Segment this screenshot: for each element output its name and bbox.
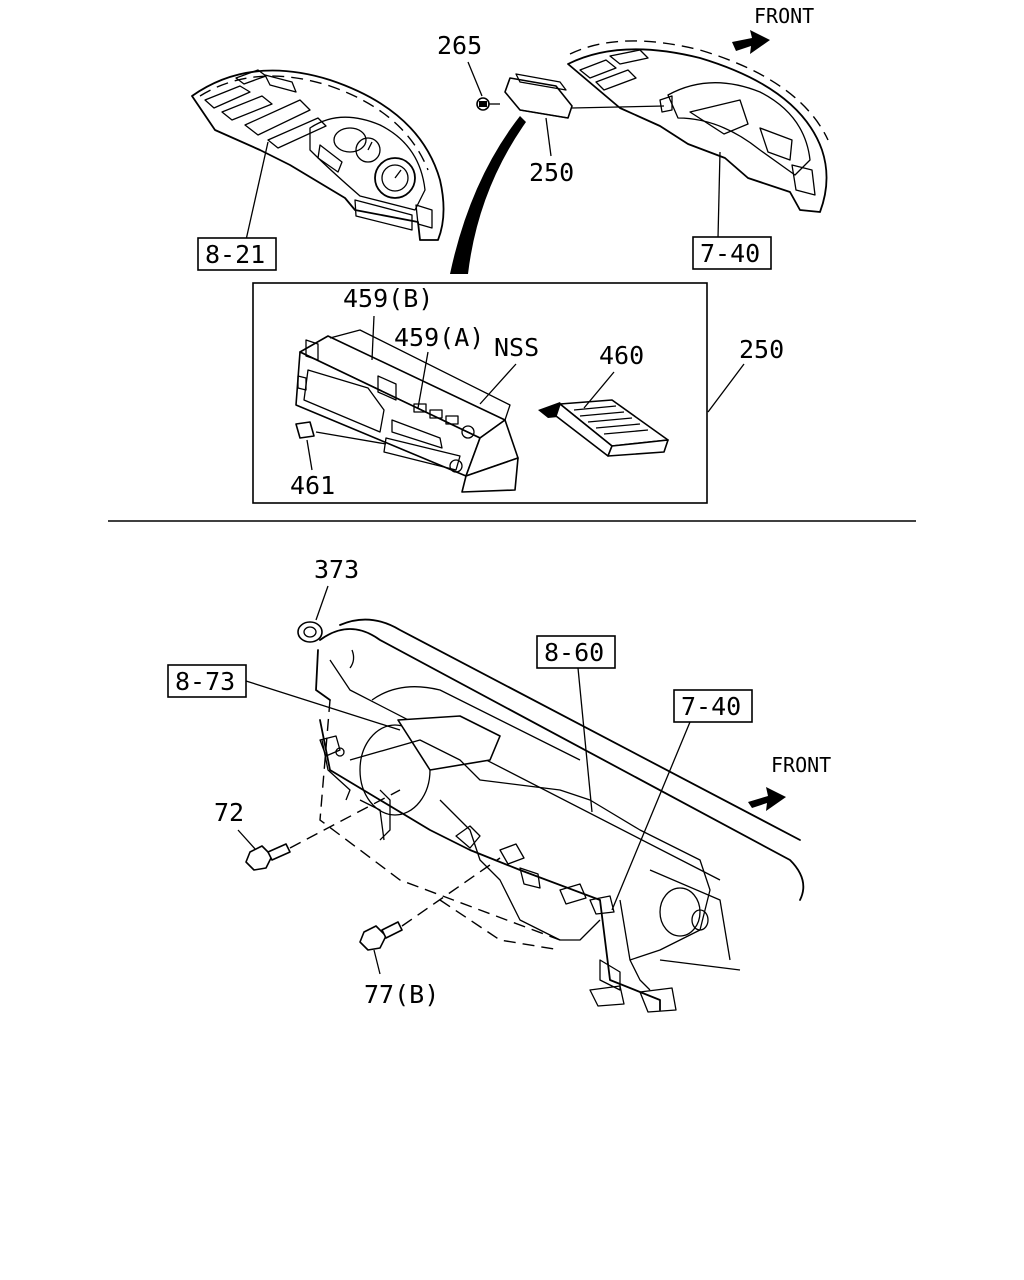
dashboard-assembly — [315, 618, 805, 1013]
leader-nss — [479, 363, 517, 405]
callout-72: 72 — [214, 798, 244, 827]
leader-250-group — [707, 363, 745, 413]
detail-pointer-wedge — [450, 116, 526, 274]
leader-8-73 — [245, 680, 401, 731]
front-arrow-icon — [732, 30, 770, 54]
ref-box-8-21 — [197, 237, 277, 271]
callout-459a: 459(A) — [394, 323, 484, 352]
top-panel: FRONT 8-21 — [191, 4, 829, 274]
leader-460 — [583, 371, 615, 409]
washer-373: 373 — [297, 555, 359, 643]
callout-373: 373 — [314, 555, 359, 584]
cassette-460 — [538, 371, 669, 457]
bolt-72: 72 — [214, 789, 401, 871]
leader-459a — [417, 351, 429, 409]
leader-7-40-bottom — [611, 721, 691, 911]
leader-8-60 — [577, 667, 593, 813]
front-arrow-icon-bottom — [748, 787, 786, 811]
ref-label-7-40-bottom: 7-40 — [681, 692, 741, 721]
callout-461: 461 — [290, 471, 335, 500]
detail-box: 459(B) 459(A) NSS 460 461 250 — [252, 282, 784, 504]
ref-8-60: 8-60 — [536, 635, 616, 813]
ref-label-7-40-top: 7-40 — [700, 239, 760, 268]
leader-7-40-top — [717, 151, 721, 239]
callout-459b: 459(B) — [343, 284, 433, 313]
callout-250-top: 250 — [529, 158, 574, 187]
audio-head-unit — [295, 315, 519, 493]
callout-77b: 77(B) — [364, 980, 439, 1009]
ref-label-8-21: 8-21 — [205, 240, 265, 269]
dashboard-frame-7-40: 7-40 — [567, 40, 829, 270]
front-label: FRONT — [754, 4, 814, 28]
bolt-77b: 77(B) — [359, 857, 501, 1009]
ref-7-40-bottom: 7-40 — [611, 689, 753, 911]
leader-8-21 — [245, 141, 269, 241]
leader-459b — [371, 315, 375, 361]
front-indicator-top: FRONT — [732, 4, 814, 54]
front-label-bottom: FRONT — [771, 753, 831, 777]
ref-box-7-40-top — [692, 236, 772, 270]
screw-265: 265 — [437, 31, 500, 111]
callout-250-group: 250 — [739, 335, 784, 364]
leader-461 — [306, 439, 313, 471]
callout-265: 265 — [437, 31, 482, 60]
module-250-top: 250 — [504, 73, 665, 187]
instrument-cluster-8-21: 8-21 — [191, 69, 445, 271]
bottom-panel: FRONT 373 — [167, 555, 831, 1013]
callout-nss: NSS — [494, 333, 539, 362]
front-indicator-bottom: FRONT — [748, 753, 831, 811]
ref-label-8-60: 8-60 — [544, 638, 604, 667]
ref-label-8-73: 8-73 — [175, 667, 235, 696]
ref-8-73: 8-73 — [167, 664, 401, 731]
callout-460: 460 — [599, 341, 644, 370]
